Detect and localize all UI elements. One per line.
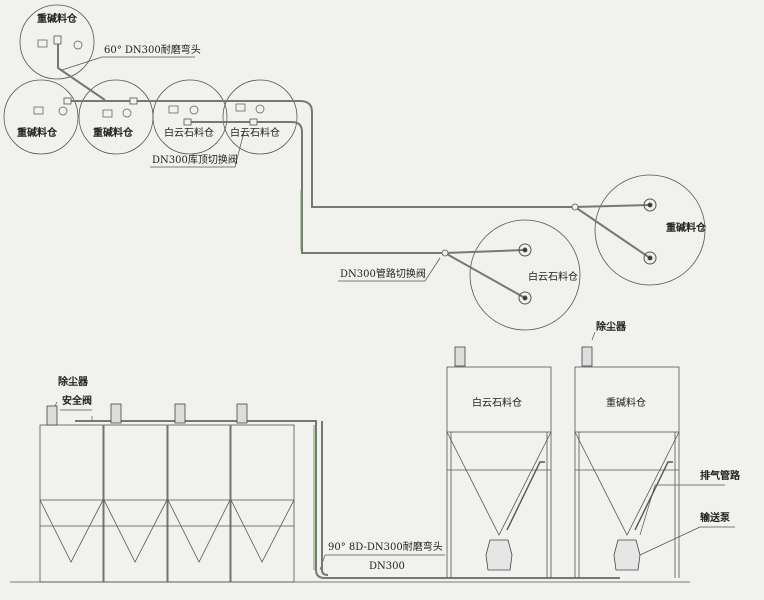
label-exhaust-pipe: 排气管路 (700, 471, 740, 482)
label-conveying-pump: 输送泵 (700, 513, 730, 524)
label-silo-row-3: 白云石料仓 (164, 128, 214, 139)
plan-silo-circles (3, 4, 706, 331)
rotary-feeders (518, 198, 657, 305)
label-safety-valve: 安全阀 (62, 396, 92, 407)
label-silo-row-4: 白云石料仓 (230, 128, 280, 139)
label-silo-row-2: 重碱料仓 (93, 128, 133, 139)
conveying-pumps (485, 539, 641, 571)
plan-valves (53, 35, 579, 257)
label-dn300: DN300 (369, 561, 405, 572)
label-silo-row-1: 重碱料仓 (17, 128, 57, 139)
leader-lines (53, 56, 735, 571)
label-60-elbow: 60° DN300耐磨弯头 (104, 45, 201, 56)
label-dust-collector-left: 除尘器 (58, 377, 88, 388)
right-silos (10, 366, 690, 583)
left-silos (39, 424, 295, 583)
label-right-dolomite: 白云石料仓 (528, 272, 578, 283)
plan-pipes (57, 40, 651, 299)
left-top-pipe (75, 420, 620, 579)
green-pipe-highlight (300, 190, 315, 570)
label-right-soda: 重碱料仓 (666, 223, 706, 234)
label-pipe-valve: DN300管路切换阀 (340, 269, 426, 280)
label-silo-soda: 重碱料仓 (606, 398, 646, 409)
label-90-elbow: 90° 8D-DN300耐磨弯头 (328, 542, 443, 553)
label-silo-dolomite: 白云石料仓 (472, 398, 522, 409)
label-roof-valve: DN300库顶切换阀 (152, 155, 238, 166)
dust-collectors (46, 346, 593, 426)
label-dust-collector-right: 除尘器 (596, 322, 626, 333)
label-silo-top: 重碱料仓 (37, 14, 77, 25)
plan-silo-symbols (33, 39, 265, 118)
